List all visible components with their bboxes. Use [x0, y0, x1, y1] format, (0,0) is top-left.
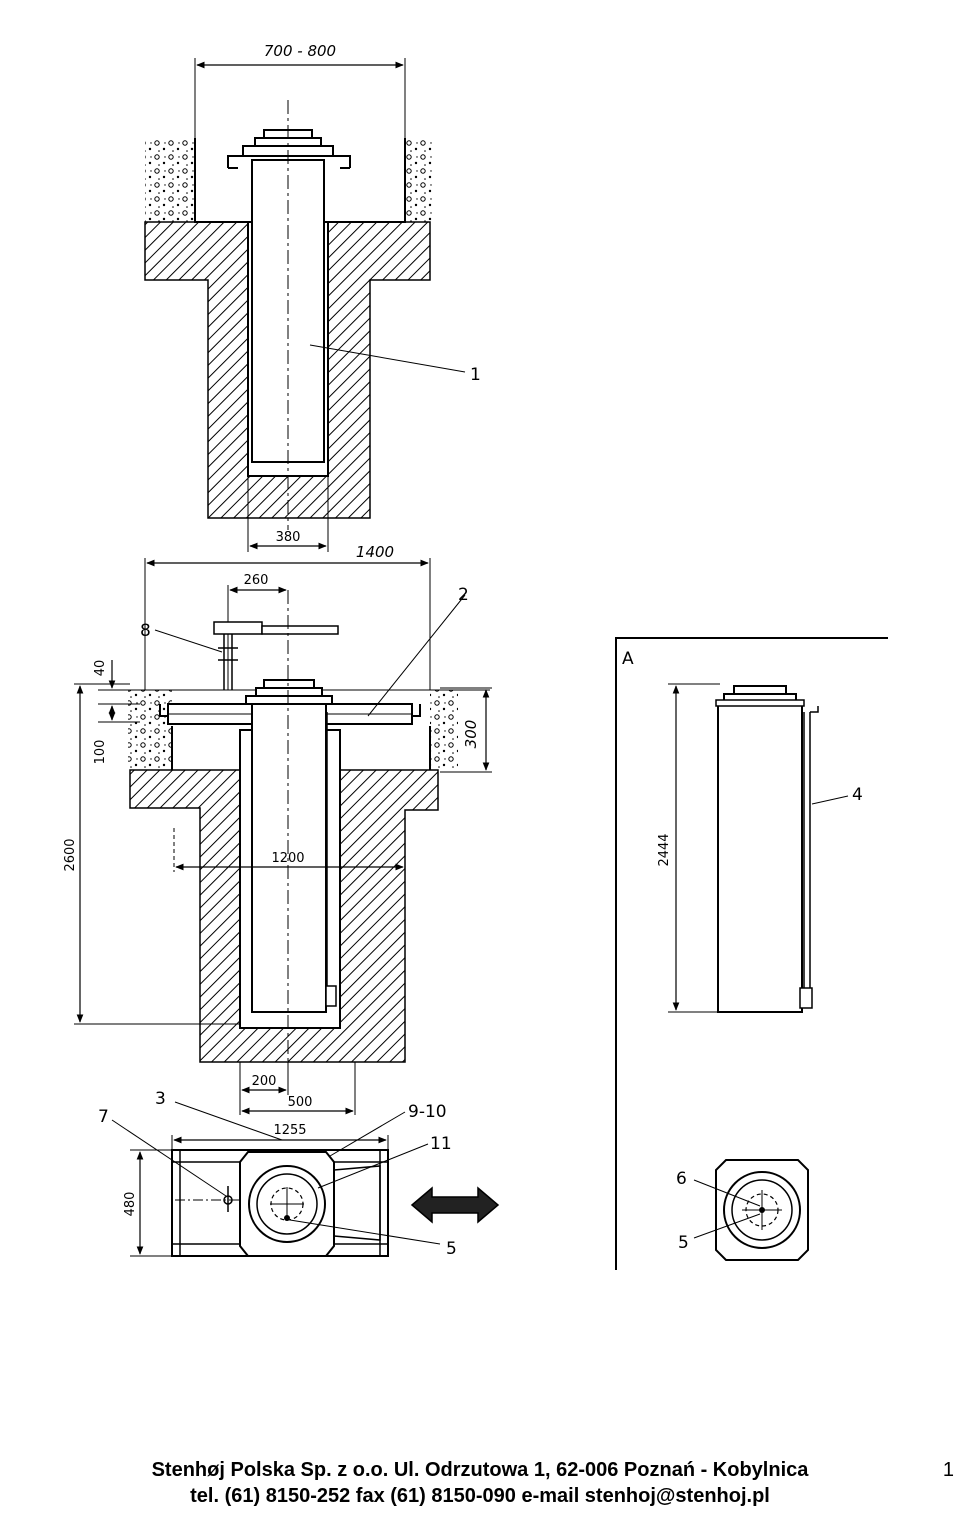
callout-8: 8: [140, 621, 151, 641]
callout-3: 3: [155, 1089, 166, 1109]
page-number: 1: [942, 1459, 954, 1481]
double-arrow-icon: [410, 1186, 500, 1224]
footer-company-address: Stenhøj Polska Sp. z o.o. Ul. Odrzutowa …: [151, 1459, 809, 1481]
dim-plan-height: 480: [123, 1192, 138, 1217]
dim-top-width: 700 - 800: [264, 42, 336, 60]
dim-lever-offset: 260: [244, 573, 269, 588]
cylinder-middle: [251, 699, 327, 1013]
dim-plan-width: 1255: [273, 1123, 306, 1138]
callout-1: 1: [470, 365, 481, 385]
dim-base-500: 500: [288, 1095, 313, 1110]
dim-top-depth: 300: [462, 720, 480, 749]
callout-11: 11: [430, 1134, 452, 1154]
footer-contact: tel. (61) 8150-252 fax (61) 8150-090 e-m…: [190, 1485, 770, 1507]
dim-total-depth: 2600: [63, 838, 78, 871]
section-label: A: [622, 649, 634, 669]
callout-5b: 5: [678, 1233, 689, 1253]
callout-9-10: 9-10: [408, 1102, 447, 1122]
top-section: 700 - 800 380 1: [144, 42, 481, 552]
callout-2: 2: [458, 585, 469, 605]
dim-total-width: 1400: [356, 543, 394, 561]
dim-small-40: 40: [93, 660, 108, 677]
dim-detail-height: 2444: [657, 833, 672, 866]
dim-small-100: 100: [93, 740, 108, 765]
gravel-left: [145, 138, 195, 222]
callout-5: 5: [446, 1239, 457, 1259]
plan-view: 1255 480 7 3 9-10 11 5: [98, 1089, 500, 1259]
technical-drawing: 700 - 800 380 1 1400 260 8: [63, 42, 888, 1270]
detail-cylinder: [717, 701, 803, 1013]
gravel-right: [405, 138, 433, 222]
callout-6: 6: [676, 1169, 687, 1189]
callout-4: 4: [852, 785, 863, 805]
dim-base-200: 200: [252, 1074, 277, 1089]
middle-section: 1400 260 8: [63, 543, 492, 1115]
dim-pit-width: 1200: [271, 851, 304, 866]
dim-tube-width: 380: [276, 530, 301, 545]
detail-a: A 4 2444 6 5: [615, 637, 888, 1270]
callout-7: 7: [98, 1107, 109, 1127]
